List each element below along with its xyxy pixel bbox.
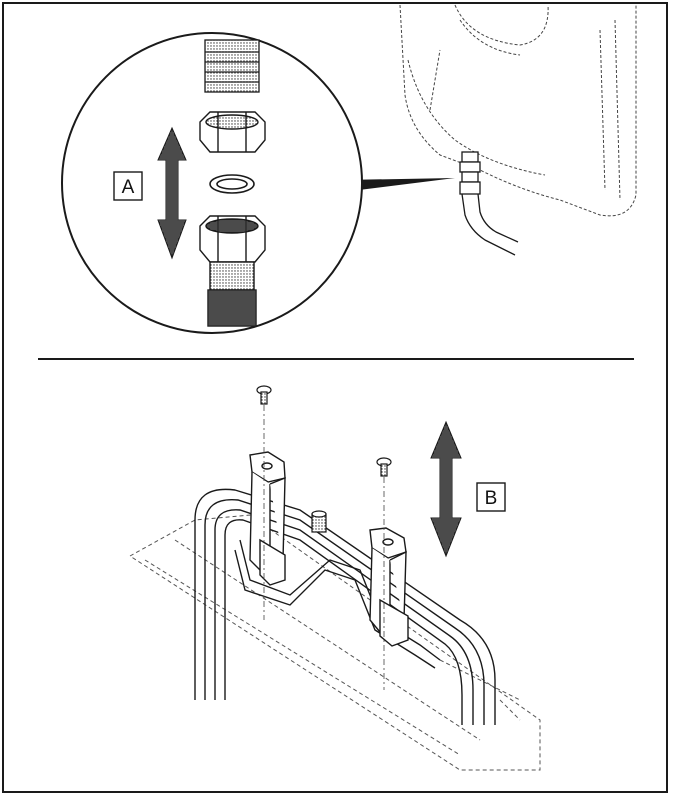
detail-circle	[61, 32, 363, 334]
label-b-text: B	[485, 488, 498, 509]
detail-pointer	[343, 178, 455, 192]
tank-outlet-fitting	[459, 151, 519, 256]
tank-outline	[399, 4, 637, 217]
base-plate	[129, 514, 541, 771]
double-arrow-a	[157, 126, 187, 260]
figure-frame	[2, 2, 668, 793]
screw-right	[376, 457, 392, 477]
label-b: B	[476, 482, 506, 512]
label-a: A	[113, 171, 143, 201]
hose	[204, 39, 260, 93]
mounting-bracket-right	[369, 527, 409, 647]
label-a-text: A	[122, 177, 135, 198]
mounting-bracket-left	[249, 451, 286, 586]
knob	[311, 510, 327, 533]
union-nut	[199, 111, 266, 153]
threaded-fitting	[199, 215, 266, 327]
screw-left	[256, 385, 272, 405]
double-arrow-b	[430, 420, 462, 558]
sealing-ring	[209, 174, 255, 194]
